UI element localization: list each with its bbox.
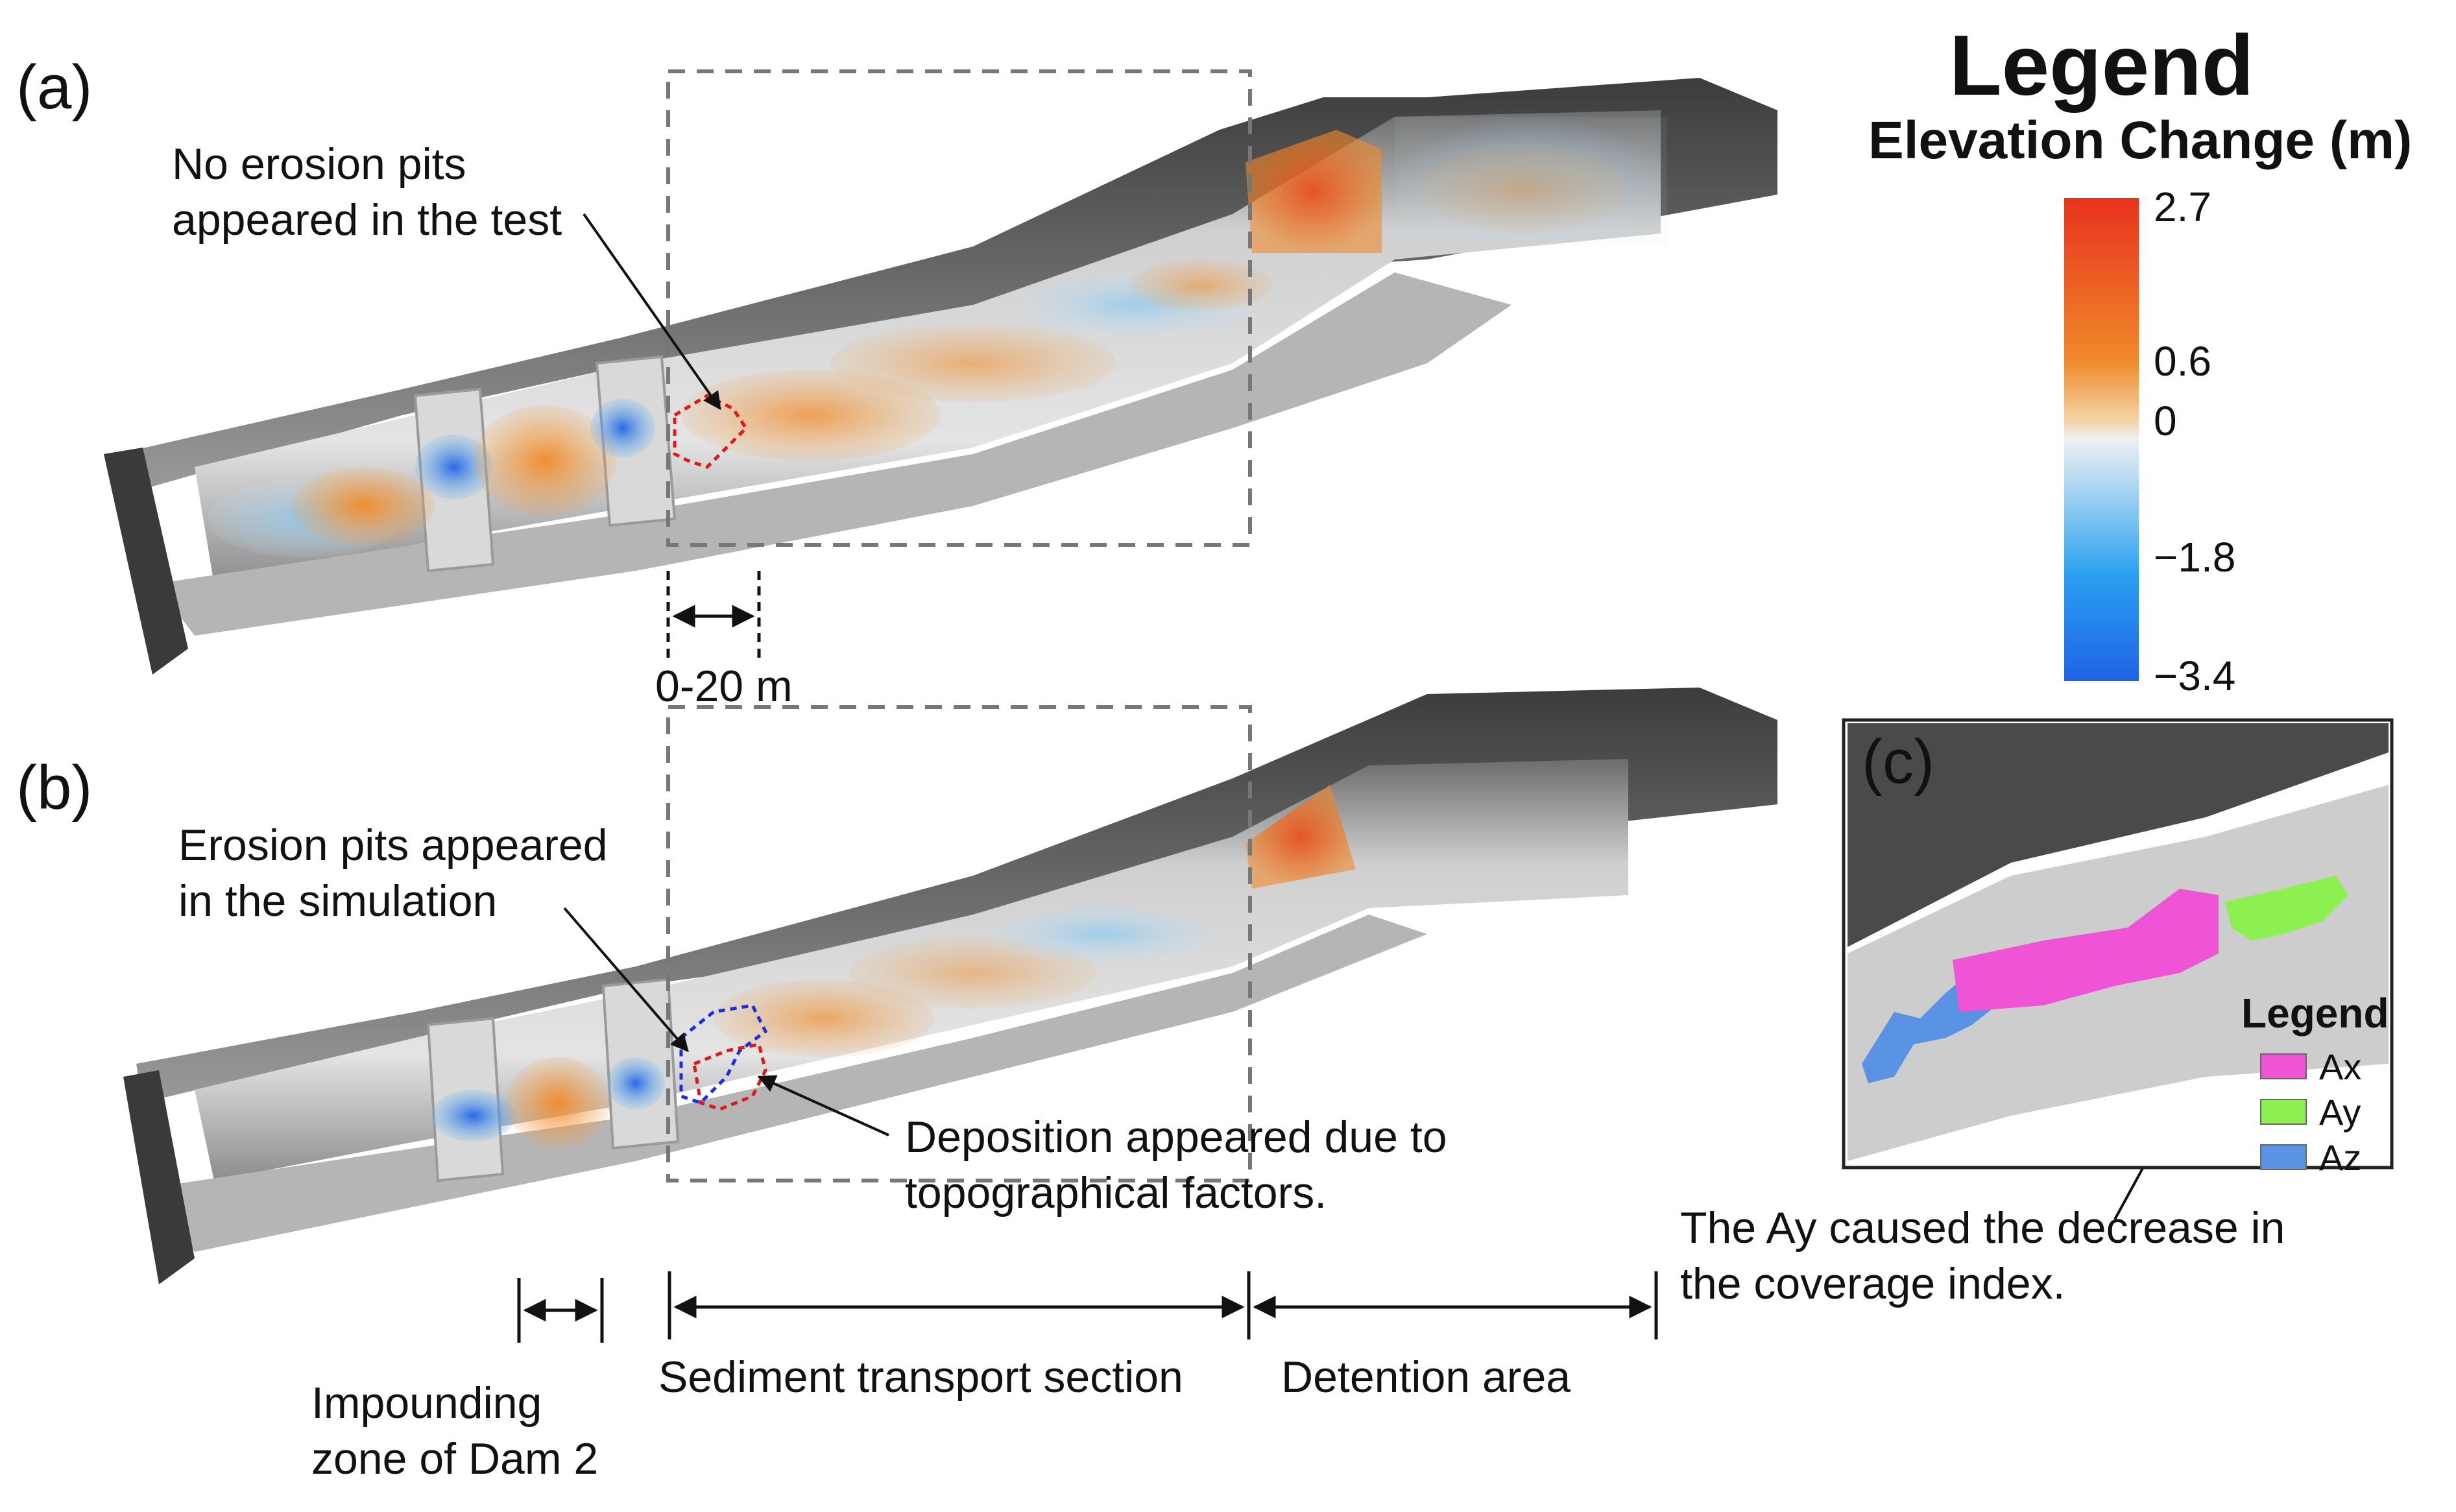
legend-tick-zero: 0 — [2154, 398, 2177, 444]
legend-subtitle: Elevation Change (m) — [1868, 111, 2413, 170]
section-label-transport: Sediment transport section — [658, 1352, 1183, 1402]
annotation-no-erosion: No erosion pits appeared in the test — [172, 139, 562, 245]
panel-label-b: (b) — [16, 753, 93, 822]
annotation-ay: The Ay caused the decrease in the covera… — [1680, 1203, 2285, 1308]
inset-legend-ay: Ay — [2319, 1092, 2361, 1133]
colorbar — [2064, 198, 2139, 681]
legend-tick-min: −3.4 — [2154, 653, 2236, 699]
annotation-erosion-pits: Erosion pits appeared in the simulation — [178, 821, 608, 926]
arrow-deposition — [757, 1075, 889, 1136]
scale-label: 0-20 m — [655, 662, 793, 711]
inset-legend-ax: Ax — [2319, 1046, 2362, 1087]
arrow-no-erosion — [583, 213, 721, 411]
annotation-deposition: Deposition appeared due to topographical… — [905, 1112, 1447, 1218]
section-dimensions — [517, 1271, 1658, 1343]
inset-map-c — [1842, 718, 2394, 1170]
scale-bar — [666, 571, 761, 662]
zoom-box-a — [666, 69, 1252, 547]
terrain-map-a — [104, 78, 1777, 675]
panel-label-c: (c) — [1862, 727, 1934, 797]
zoom-box-b — [666, 705, 1252, 1182]
inset-legend-title: Legend — [2241, 990, 2389, 1037]
arrow-erosion-pits — [563, 907, 689, 1053]
legend-title: Legend — [1949, 18, 2254, 113]
legend-tick-0-6: 0.6 — [2154, 338, 2211, 385]
legend-tick-max: 2.7 — [2154, 184, 2211, 230]
legend-tick-neg-1-8: −1.8 — [2154, 534, 2236, 581]
section-label-dam2: Impounding zone of Dam 2 — [311, 1378, 599, 1483]
panel-label-a: (a) — [16, 53, 93, 122]
inset-legend-az: Az — [2319, 1137, 2362, 1178]
terrain-map-b — [123, 688, 1777, 1284]
section-label-detention: Detention area — [1281, 1352, 1571, 1402]
